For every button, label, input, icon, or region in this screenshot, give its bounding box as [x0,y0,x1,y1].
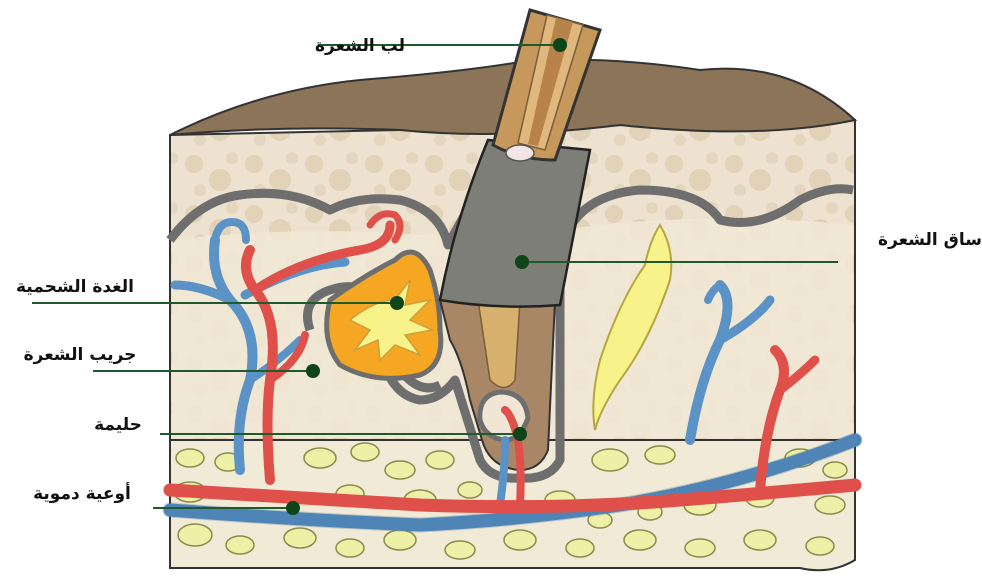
label-papilla: حليمة [94,415,142,435]
label-hair-medulla: لب الشعرة [315,36,405,56]
label-sebaceous-gland: الغدة الشحمية [16,277,134,297]
label-hair-shaft: ساق الشعرة [878,230,982,250]
marker-shaft [515,255,529,269]
marker-papilla [513,427,527,441]
label-blood-vessels: أوعية دموية [33,482,131,504]
marker-follicle [306,364,320,378]
label-hair-follicle: جريب الشعرة [24,345,137,365]
marker-medulla [553,38,567,52]
marker-sebaceous [390,296,404,310]
marker-vessels [286,501,300,515]
